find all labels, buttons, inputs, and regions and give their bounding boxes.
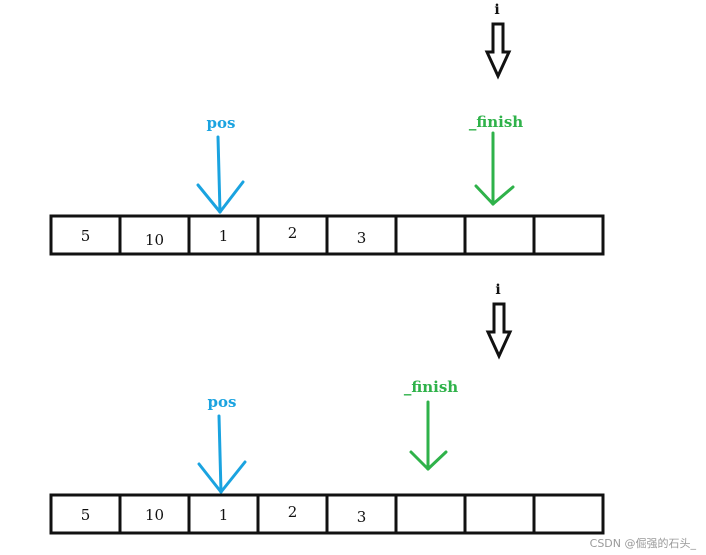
finish-arrow-icon — [409, 400, 448, 471]
array-cell: 5 — [49, 214, 122, 256]
array-cell-value: 2 — [288, 503, 298, 521]
array-cell: 1 — [187, 493, 260, 535]
array-cell-value: 10 — [145, 231, 164, 249]
array-cell-value: 3 — [357, 229, 367, 247]
array-cell — [532, 214, 605, 256]
array-cell-box — [118, 493, 191, 535]
array-cell-value: 1 — [219, 227, 229, 245]
pos-arrow-icon — [196, 135, 245, 214]
array-cell — [394, 214, 467, 256]
array-cell-box — [187, 214, 260, 256]
array-cell-value: 3 — [357, 508, 367, 526]
array-panel-1: i pos _finish 5 10 1 2 3 — [49, 2, 605, 256]
array-cell-box — [532, 493, 605, 535]
array-cell-box — [49, 493, 122, 535]
array-cell: 10 — [118, 493, 191, 535]
array-cell-value: 5 — [81, 227, 91, 245]
array-cell-box — [187, 493, 260, 535]
array-cell: 1 — [187, 214, 260, 256]
array-cell: 5 — [49, 493, 122, 535]
array-cell — [463, 214, 536, 256]
array-cell-box — [394, 493, 467, 535]
array-cell: 3 — [325, 214, 398, 256]
array-cell-box — [463, 493, 536, 535]
array-cell: 3 — [325, 493, 398, 535]
array-cell-value: 5 — [81, 506, 91, 524]
hollow-down-arrow-icon — [484, 22, 512, 80]
finish-arrow-icon — [474, 131, 515, 206]
array-row: 5 10 1 2 3 — [49, 214, 605, 256]
pos-arrow-icon — [197, 414, 247, 494]
array-cell: 2 — [256, 493, 329, 535]
array-cell — [463, 493, 536, 535]
array-cell-box — [394, 214, 467, 256]
hollow-down-arrow-icon — [485, 302, 513, 360]
pos-label: pos — [207, 114, 236, 132]
array-cell-box — [532, 214, 605, 256]
pos-label: pos — [208, 393, 237, 411]
finish-label: _finish — [404, 378, 458, 396]
array-cell-box — [256, 493, 329, 535]
i-label: i — [494, 2, 499, 18]
array-cell-value: 1 — [219, 506, 229, 524]
array-cell — [394, 493, 467, 535]
array-cell-value: 2 — [288, 224, 298, 242]
array-panel-2: i pos _finish 5 10 1 2 3 — [49, 282, 605, 535]
array-row: 5 10 1 2 3 — [49, 493, 605, 535]
array-cell — [532, 493, 605, 535]
array-cell-box — [463, 214, 536, 256]
array-cell: 2 — [256, 214, 329, 256]
i-label: i — [495, 282, 500, 298]
array-cell-value: 10 — [145, 506, 164, 524]
watermark: CSDN @倔强的石头_ — [590, 536, 697, 550]
array-cell: 10 — [118, 214, 191, 256]
finish-label: _finish — [469, 113, 523, 131]
